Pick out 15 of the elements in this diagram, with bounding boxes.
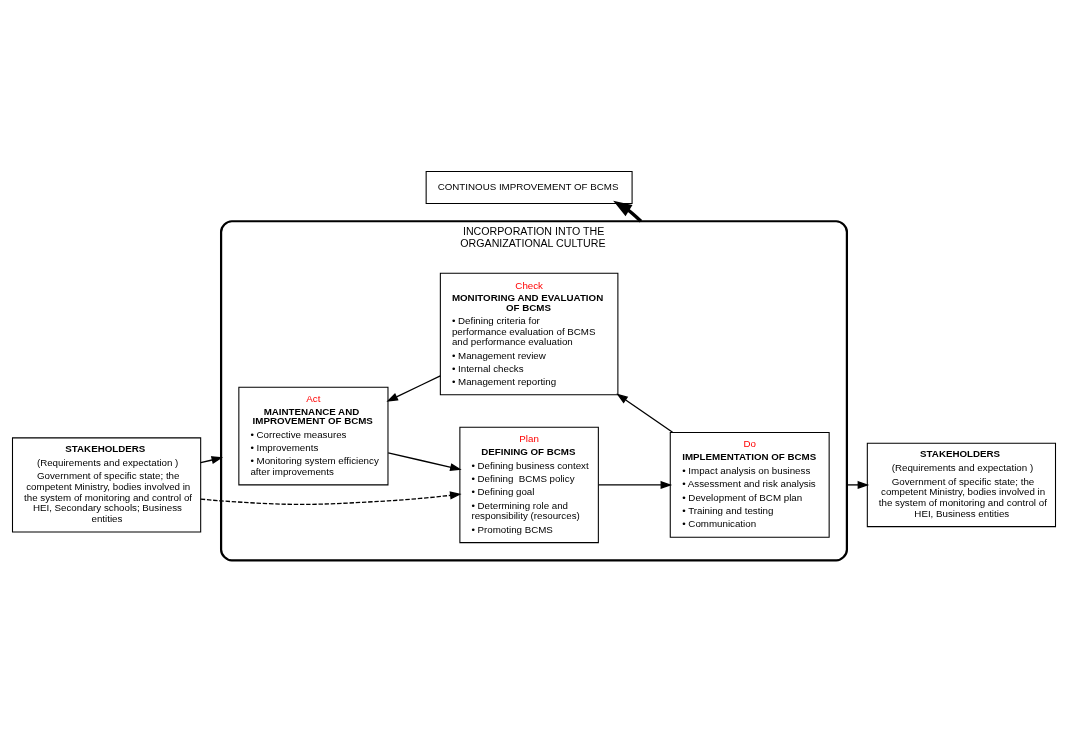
arrow [846,480,870,489]
arrow [613,200,643,223]
node-box: STAKEHOLDERS (Requirements and expectation ) Government of specific state; the competent Ministry, bodies involved in the system of monitoring and control of HEI, Business entities [866,442,1057,527]
arrow [200,455,224,464]
node-box: Do IMPLEMENTATION OF BCMS • Impact analysis on business • Assessment and risk analysis • Development of BCM plan • Training and testing • Communication [669,431,830,538]
arrow [387,451,462,471]
node-box: CONTINOUS IMPROVEMENT OF BCMS [425,170,633,204]
node-box: STAKEHOLDERS (Requirements and expectation ) Government of specific state; the competent Ministry, bodies involved in the system of monitoring and control of HEI, Secondary schools; Business entities [11,436,202,532]
node-box: Act MAINTENANCE AND IMPROVEMENT OF BCMS • Corrective measures • Improvements • Monitoring system efficiency after improvements [238,386,389,485]
node-box: Plan DEFINING OF BCMS • Defining business context • Defining BCMS policy • Defining goal • Determining role and responsibility (resources) • Promoting BCMS [459,426,599,543]
arrow [200,490,462,505]
node-box: Check MONITORING AND EVALUATION OF BCMS • Defining criteria for performance evaluation of BCMS and performance evaluation • Management review • Internal checks • Management reporting [439,272,619,395]
arrow [616,393,674,433]
arrow [386,374,441,402]
arrow [597,480,673,489]
